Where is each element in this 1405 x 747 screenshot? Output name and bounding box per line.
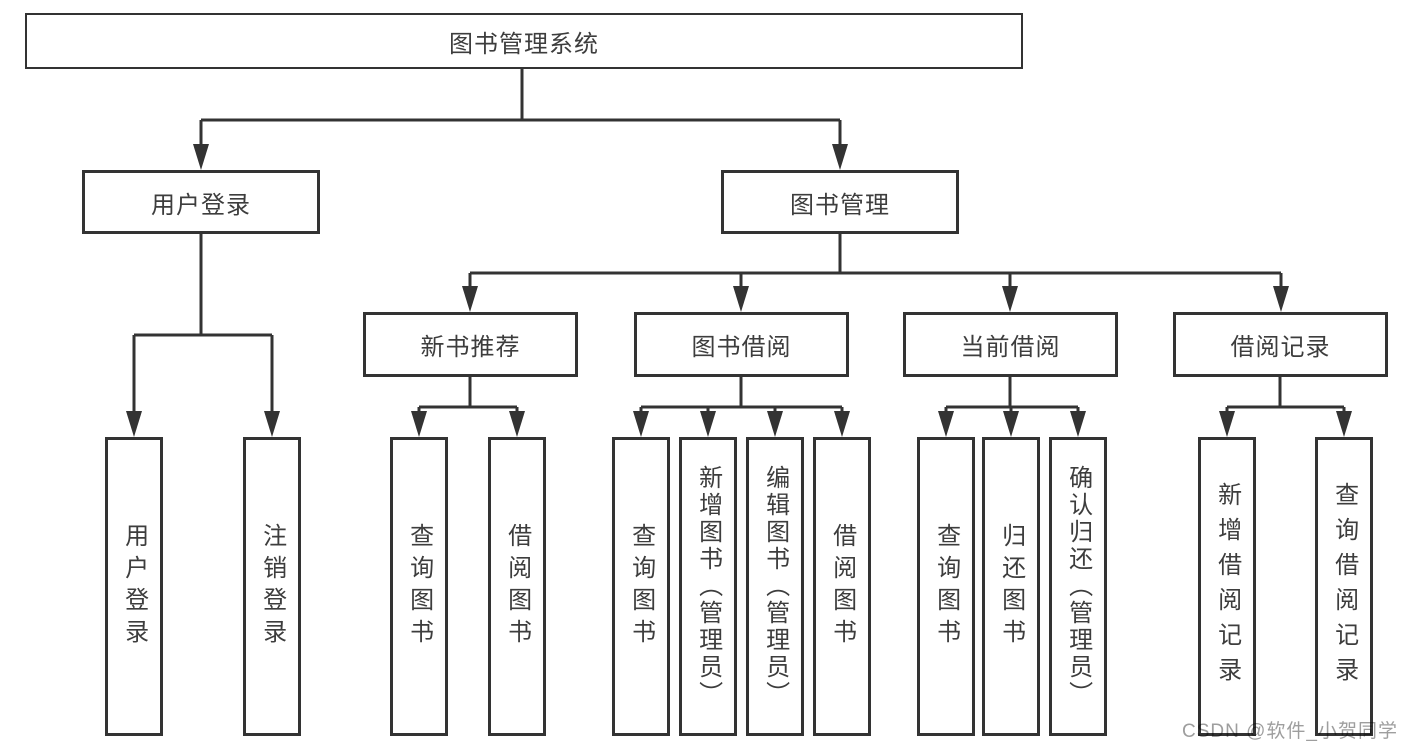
leaf-label: 查询图书 [627,522,655,651]
connector-book-borrowing [639,377,844,417]
leaf-borrow-books-1: 借阅图书 [488,437,546,736]
node-book-borrowing: 图书借阅 [634,312,849,377]
node-borrowing-records: 借阅记录 [1173,312,1388,377]
csdn-watermark: CSDN @软件_小贺同学 [1182,721,1398,742]
leaf-label: 查询图书 [405,522,433,651]
leaf-query-books-3: 查询图书 [917,437,975,736]
leaf-confirm-return-admin: 确认归还（管理员） [1049,437,1107,736]
node-user-login: 用户登录 [82,170,320,234]
leaf-label: 新增借阅记录 [1213,481,1241,692]
node-new-book-recommend: 新书推荐 [363,312,578,377]
leaf-query-borrow-record: 查询借阅记录 [1315,437,1373,736]
node-book-management: 图书管理 [721,170,959,234]
leaf-user-login: 用户登录 [105,437,163,736]
leaf-add-book-admin: 新增图书（管理员） [679,437,737,736]
connector-book-management [468,234,1283,292]
node-current-borrowing: 当前借阅 [903,312,1118,377]
leaf-query-books-2: 查询图书 [612,437,670,736]
leaf-borrow-books-2: 借阅图书 [813,437,871,736]
leaf-label: 查询借阅记录 [1330,481,1358,692]
leaf-label: 新增图书（管理员） [694,465,722,708]
node-root: 图书管理系统 [25,13,1023,69]
leaf-edit-book-admin: 编辑图书（管理员） [746,437,804,736]
leaf-logout-login: 注销登录 [243,437,301,736]
leaf-query-books-1: 查询图书 [390,437,448,736]
leaf-label: 用户登录 [120,522,148,651]
leaf-label: 确认归还（管理员） [1064,465,1092,708]
connector-root [199,69,842,150]
leaf-label: 注销登录 [258,522,286,651]
leaf-label: 编辑图书（管理员） [761,465,789,708]
connector-new-book-recommend [417,377,519,417]
arrowheads [126,144,1352,437]
connector-borrowing-records [1225,377,1346,417]
leaf-label: 归还图书 [997,522,1025,651]
leaf-return-books: 归还图书 [982,437,1040,736]
leaf-label: 借阅图书 [503,522,531,651]
leaf-label: 查询图书 [932,522,960,651]
leaf-label: 借阅图书 [828,522,856,651]
leaf-add-borrow-record: 新增借阅记录 [1198,437,1256,736]
connector-user-login [132,234,274,417]
